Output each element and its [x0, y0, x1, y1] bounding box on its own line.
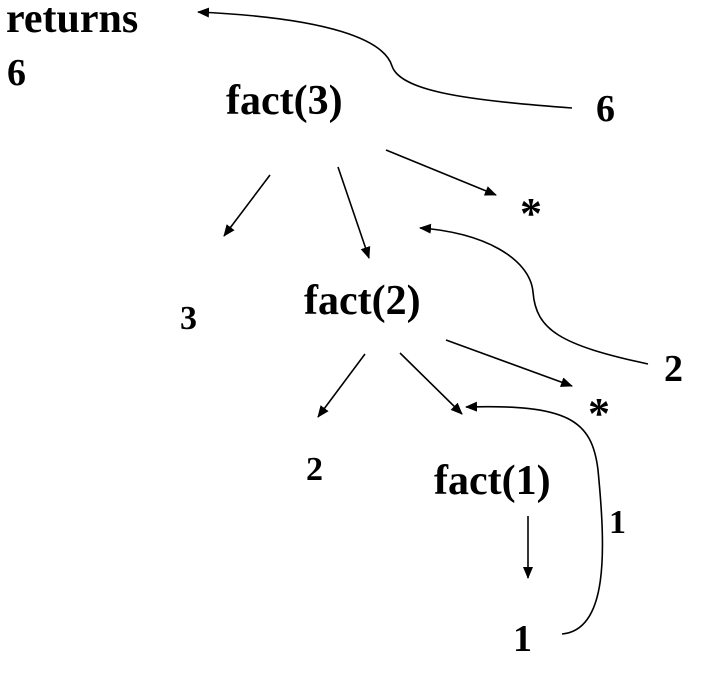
arrow-fact3-to-3 [223, 174, 271, 237]
returns-label: returns [6, 0, 139, 42]
fact3-node: fact(3) [226, 78, 343, 124]
fact2-node: fact(2) [304, 278, 421, 324]
fact2-return-value: 2 [664, 348, 683, 390]
arrow-fact2-to-star [445, 339, 573, 387]
return-arrow-fact2 [419, 223, 649, 365]
arrow-fact3-to-star [385, 149, 497, 196]
arrow-fact2-to-fact1 [399, 352, 463, 415]
return-arrow-fact1 [465, 401, 604, 635]
leaf-value-1: 1 [513, 618, 532, 660]
arrow-fact3-to-fact2 [337, 166, 371, 259]
fact1-node: fact(1) [434, 458, 551, 504]
leaf-value-2: 2 [306, 451, 323, 488]
arrow-fact2-to-2 [317, 353, 366, 418]
multiply-star-mid: * [588, 389, 610, 438]
returns-value: 6 [7, 52, 26, 94]
return-arrow-fact3 [197, 7, 573, 109]
fact1-return-value: 1 [609, 504, 626, 541]
multiply-star-top: * [520, 189, 542, 238]
leaf-value-3: 3 [180, 300, 197, 337]
fact3-return-value: 6 [596, 88, 615, 130]
